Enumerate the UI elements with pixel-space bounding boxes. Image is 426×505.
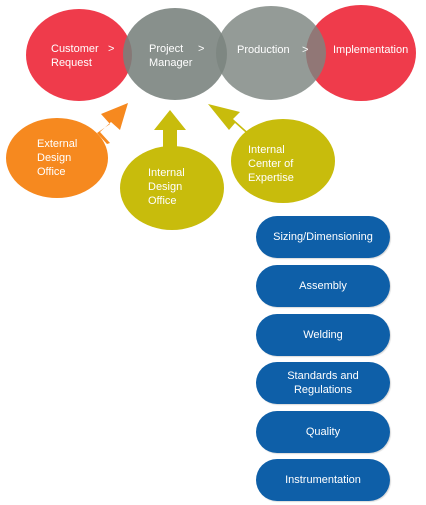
competency-assembly: Assembly [256,265,390,307]
external-design-office-ellipse [6,118,108,198]
internal-center-of-expertise-ellipse [231,119,335,203]
external-design-office-label: External Design Office [37,138,78,178]
implementation-ellipse [306,5,416,101]
customer-request-label: Customer Request [51,43,99,69]
customer-request-ellipse [26,9,132,101]
production-label: Production [237,44,290,56]
internal-center-of-expertise-label: Internal Center of Expertise [248,144,294,184]
arrow-external-to-manager [97,103,128,144]
arrow-internal-to-manager [154,110,186,160]
flow-arrow-2: > [198,43,205,55]
arrow-center-to-manager [208,104,254,140]
competency-sizing-dimensioning: Sizing/Dimensioning [256,216,390,258]
flow-arrow-3: > [302,44,309,56]
flow-arrow-1: > [108,43,115,55]
competency-welding: Welding [256,314,390,356]
competency-quality: Quality [256,411,390,453]
internal-design-office-ellipse [120,146,224,230]
implementation-label: Implementation [333,44,409,56]
competency-instrumentation: Instrumentation [256,459,390,501]
competency-standards-and-regulations: Standards and Regulations [256,362,390,404]
project-manager-ellipse [123,8,227,100]
project-manager-label: Project Manager [149,43,193,69]
internal-design-office-label: Internal Design Office [148,167,185,207]
production-ellipse [216,6,326,100]
